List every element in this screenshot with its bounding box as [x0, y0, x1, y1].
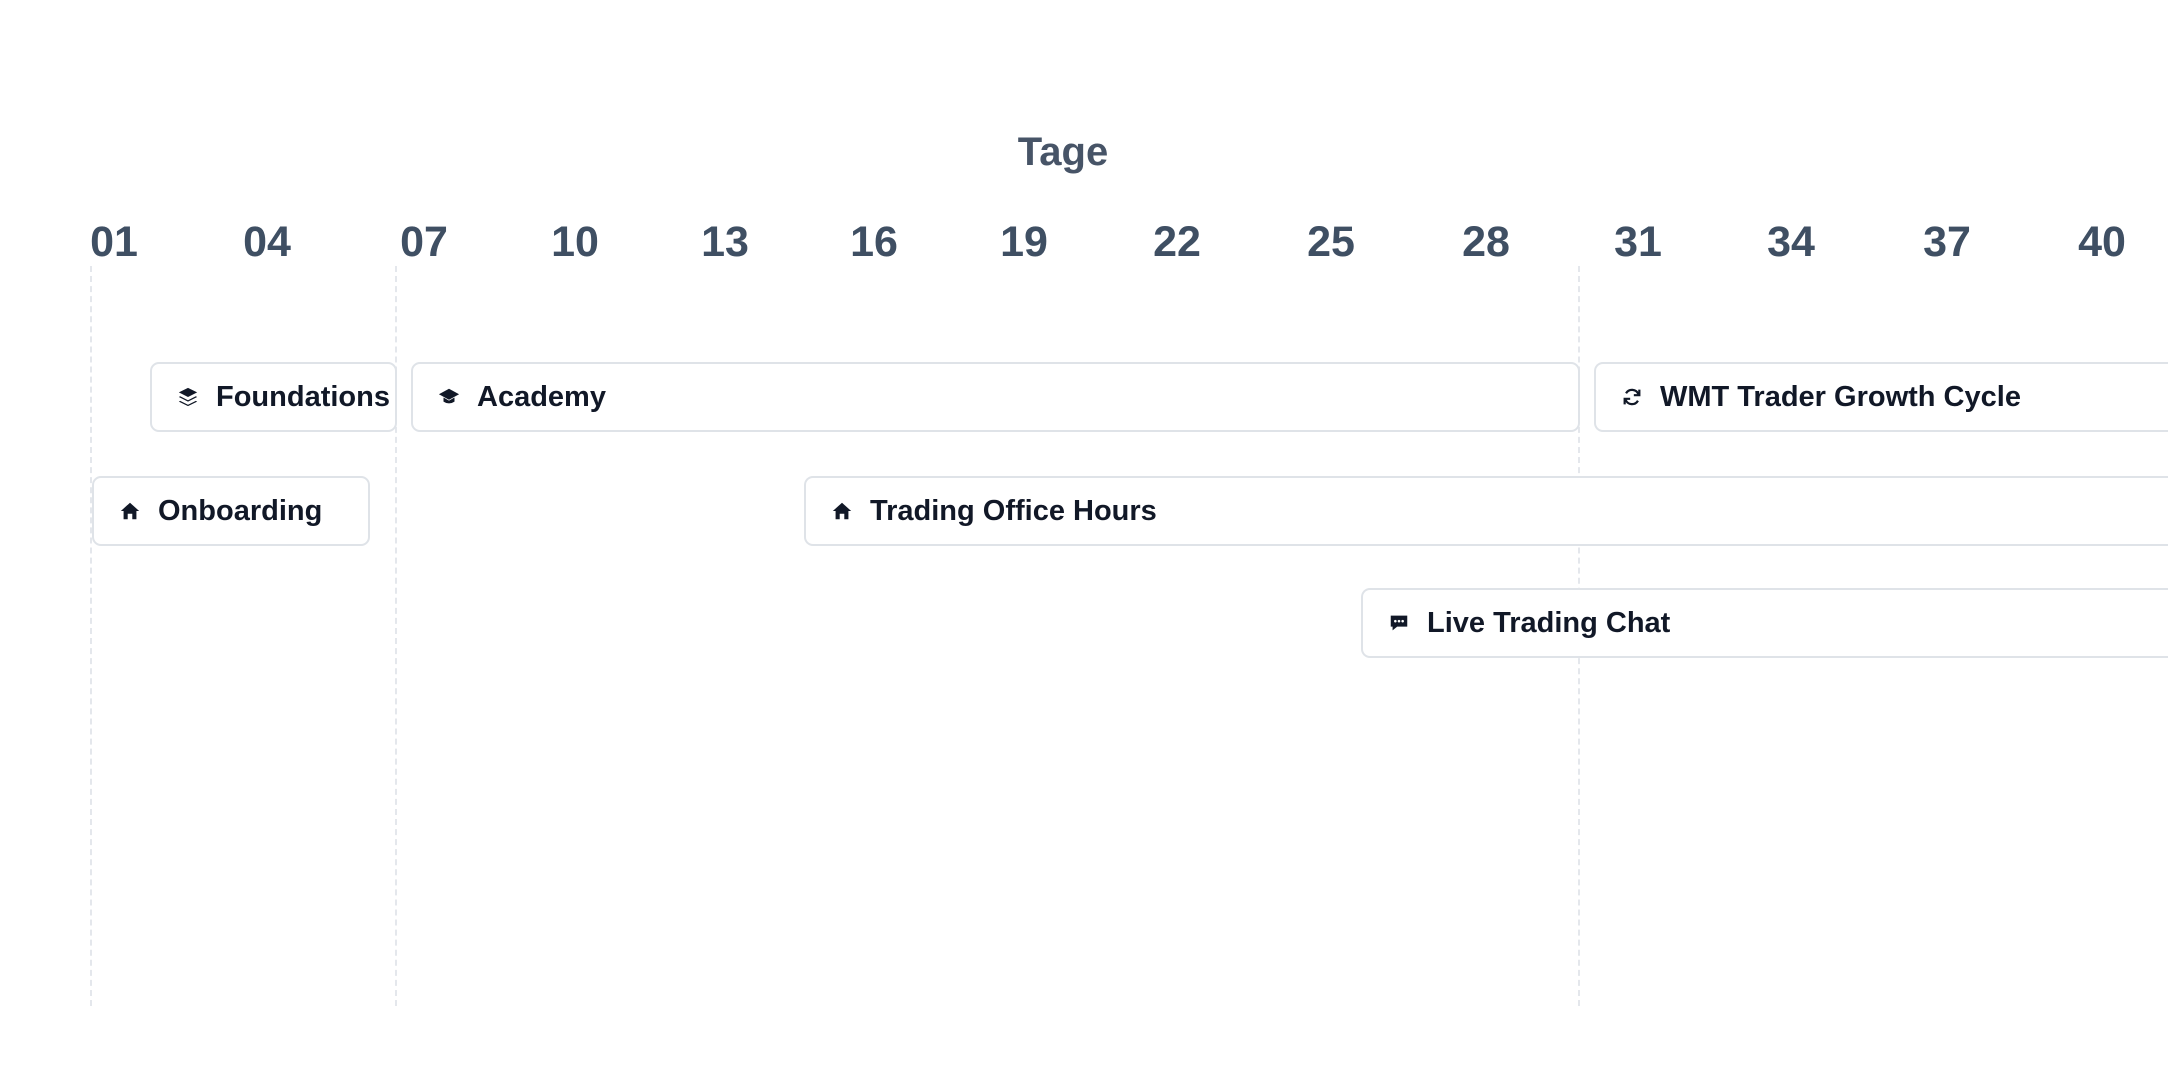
bar-label: Trading Office Hours — [870, 495, 1157, 527]
day-tick: 16 — [850, 218, 898, 266]
day-tick: 34 — [1767, 218, 1815, 266]
timeline-bar-live-chat[interactable]: Live Trading Chat — [1361, 588, 2168, 658]
layers-icon — [176, 385, 200, 409]
timeline-bar-growth-cycle[interactable]: WMT Trader Growth Cycle — [1594, 362, 2168, 432]
bar-label: Foundations — [216, 381, 390, 413]
chat-bubble-icon — [1387, 611, 1411, 635]
phase-divider — [90, 266, 92, 1006]
day-tick: 13 — [701, 218, 749, 266]
day-tick: 07 — [400, 218, 448, 266]
timeline-bar-academy[interactable]: Academy — [411, 362, 1580, 432]
day-tick: 04 — [243, 218, 291, 266]
home-icon — [830, 499, 854, 523]
day-tick: 37 — [1923, 218, 1971, 266]
bar-label: Academy — [477, 381, 606, 413]
day-tick: 19 — [1000, 218, 1048, 266]
day-tick: 31 — [1614, 218, 1662, 266]
bar-label: Live Trading Chat — [1427, 607, 1671, 639]
day-tick: 40 — [2078, 218, 2126, 266]
day-tick: 28 — [1462, 218, 1510, 266]
day-tick: 25 — [1307, 218, 1355, 266]
phase-divider — [395, 266, 397, 1006]
axis-title: Tage — [1017, 130, 1109, 174]
bar-label: Onboarding — [158, 495, 323, 527]
day-tick: 22 — [1153, 218, 1201, 266]
home-icon — [118, 499, 142, 523]
graduation-cap-icon — [437, 385, 461, 409]
timeline-bar-onboarding[interactable]: Onboarding — [92, 476, 370, 546]
day-tick: 01 — [90, 218, 138, 266]
timeline-bar-office-hours[interactable]: Trading Office Hours — [804, 476, 2168, 546]
bar-label: WMT Trader Growth Cycle — [1660, 381, 2021, 413]
day-tick: 10 — [551, 218, 599, 266]
timeline-bar-foundations[interactable]: Foundations — [150, 362, 397, 432]
refresh-icon — [1620, 385, 1644, 409]
